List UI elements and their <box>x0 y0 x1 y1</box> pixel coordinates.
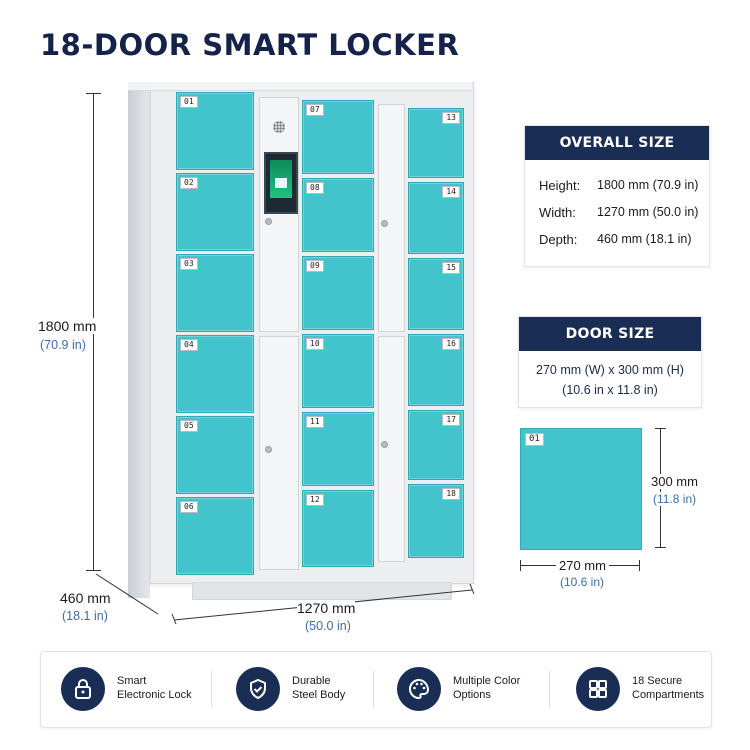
lock-knob <box>265 446 272 453</box>
speaker-icon <box>273 121 285 133</box>
door-number: 08 <box>306 182 324 194</box>
locker-door-01[interactable]: 01 <box>176 92 254 170</box>
shield-check-icon <box>236 667 280 711</box>
door-number: 06 <box>180 501 198 513</box>
door-number: 04 <box>180 339 198 351</box>
cabinet-plinth <box>192 582 452 600</box>
spec-value-depth: 460 mm (18.1 in) <box>597 232 692 246</box>
depth-dimension-line <box>95 573 159 615</box>
locker-door-14[interactable]: 14 <box>408 182 464 254</box>
overall-size-heading: OVERALL SIZE <box>525 126 709 160</box>
dimension-tick <box>655 428 666 429</box>
door-number: 01 <box>180 96 198 108</box>
door-size-card: DOOR SIZE 270 mm (W) x 300 mm (H) (10.6 … <box>518 316 702 408</box>
dimension-tick <box>655 547 666 548</box>
spec-label-height: Height: <box>539 178 581 193</box>
compartments-icon <box>576 667 620 711</box>
page-title: 18-DOOR SMART LOCKER <box>40 28 460 62</box>
depth-label-in: (18.1 in) <box>62 609 108 623</box>
door-sample: 01 <box>520 428 642 550</box>
door-size-imperial: (10.6 in x 11.8 in) <box>562 383 658 397</box>
door-size-metric: 270 mm (W) x 300 mm (H) <box>536 363 684 377</box>
spec-label-width: Width: <box>539 205 576 220</box>
lock-knob <box>381 441 388 448</box>
locker-door-02[interactable]: 02 <box>176 173 254 251</box>
dimension-tick <box>639 560 640 571</box>
locker-door-13[interactable]: 13 <box>408 108 464 178</box>
door-number: 01 <box>525 433 544 446</box>
door-size-heading: DOOR SIZE <box>519 317 701 351</box>
palette-icon <box>397 667 441 711</box>
door-number: 03 <box>180 258 198 270</box>
locker-door-07[interactable]: 07 <box>302 100 374 174</box>
side-panel-lower <box>259 336 299 570</box>
locker-door-17[interactable]: 17 <box>408 410 464 480</box>
door-number: 17 <box>442 414 460 426</box>
dimension-tick <box>86 93 101 94</box>
locker-door-16[interactable]: 16 <box>408 334 464 406</box>
cabinet-top <box>128 82 472 91</box>
lock-icon <box>61 667 105 711</box>
narrow-panel-upper <box>378 104 405 332</box>
door-number: 15 <box>442 262 460 274</box>
locker-door-08[interactable]: 08 <box>302 178 374 252</box>
lock-knob <box>265 218 272 225</box>
spec-label-depth: Depth: <box>539 232 578 247</box>
door-height-label: 300 mm <box>651 474 698 489</box>
door-number: 18 <box>442 488 460 500</box>
locker-door-05[interactable]: 05 <box>176 416 254 494</box>
locker-door-18[interactable]: 18 <box>408 484 464 558</box>
door-number: 09 <box>306 260 324 272</box>
dimension-tick <box>86 570 101 571</box>
dimension-tick <box>520 560 521 571</box>
locker-door-12[interactable]: 12 <box>302 490 374 567</box>
door-number: 11 <box>306 416 324 428</box>
door-number: 02 <box>180 177 198 189</box>
door-width-label-in: (10.6 in) <box>560 575 605 589</box>
locker-door-15[interactable]: 15 <box>408 258 464 330</box>
door-number: 13 <box>442 112 460 124</box>
overall-size-card: OVERALL SIZE Height: 1800 mm (70.9 in) W… <box>524 125 710 267</box>
locker-door-11[interactable]: 11 <box>302 412 374 486</box>
door-number: 14 <box>442 186 460 198</box>
control-panel <box>259 97 299 332</box>
narrow-panel-lower <box>378 336 405 562</box>
door-number: 10 <box>306 338 324 350</box>
door-number: 07 <box>306 104 324 116</box>
locker-door-09[interactable]: 09 <box>302 256 374 330</box>
spec-value-height: 1800 mm (70.9 in) <box>597 178 699 192</box>
door-number: 16 <box>442 338 460 350</box>
cabinet-side <box>128 90 150 598</box>
feature-divider <box>373 670 374 708</box>
spec-value-width: 1270 mm (50.0 in) <box>597 205 699 219</box>
depth-label: 460 mm <box>60 590 111 606</box>
door-number: 12 <box>306 494 324 506</box>
door-width-label: 270 mm <box>556 558 609 573</box>
feature-divider <box>549 670 550 708</box>
locker-door-03[interactable]: 03 <box>176 254 254 332</box>
door-number: 05 <box>180 420 198 432</box>
height-label-in: (70.9 in) <box>40 338 86 352</box>
locker-door-10[interactable]: 10 <box>302 334 374 408</box>
width-label-in: (50.0 in) <box>305 619 351 633</box>
height-label: 1800 mm <box>38 318 97 334</box>
lock-knob <box>381 220 388 227</box>
locker-door-06[interactable]: 06 <box>176 497 254 575</box>
feature-divider <box>211 670 212 708</box>
touch-screen[interactable] <box>264 152 298 214</box>
width-label: 1270 mm <box>297 600 356 616</box>
locker-door-04[interactable]: 04 <box>176 335 254 413</box>
door-height-label-in: (11.8 in) <box>653 492 697 506</box>
